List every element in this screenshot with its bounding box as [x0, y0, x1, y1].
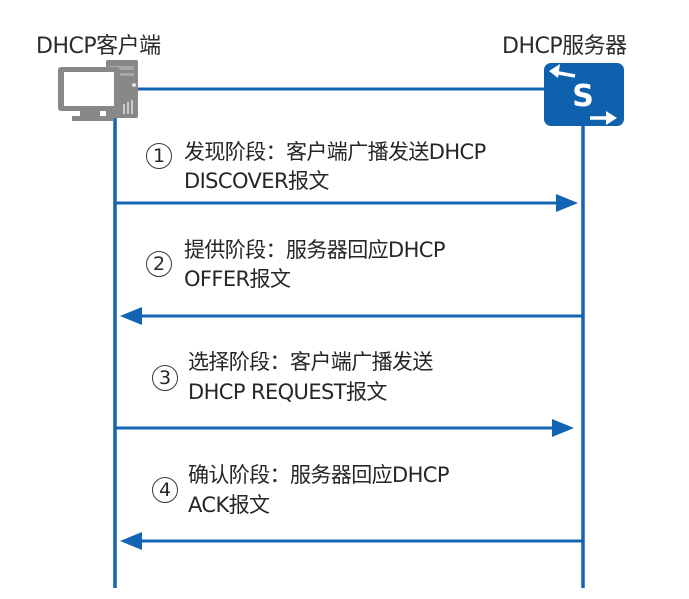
step-number-2: 2 [146, 251, 172, 277]
message-arrow-3 [115, 419, 574, 437]
message-4-line1: 确认阶段：服务器回应DHCP [188, 463, 449, 487]
message-4-line2: ACK报文 [188, 493, 270, 517]
svg-text:S: S [572, 79, 594, 114]
message-1-line1: 发现阶段：客户端广播发送DHCP [184, 140, 486, 164]
message-3-line2: DHCP REQUEST报文 [188, 380, 387, 404]
message-2-line1: 提供阶段：服务器回应DHCP [184, 238, 445, 262]
server-title: DHCP服务器 [502, 34, 627, 59]
step-number-3: 3 [152, 365, 178, 391]
pc-icon [58, 60, 138, 121]
client-title: DHCP客户端 [36, 34, 161, 59]
message-2-line2: OFFER报文 [184, 267, 291, 291]
message-1-line2: DISCOVER报文 [184, 169, 329, 193]
switch-s-icon: S [544, 63, 624, 126]
message-arrow-2 [120, 307, 583, 325]
message-arrow-1 [115, 194, 578, 212]
message-arrow-4 [120, 532, 583, 550]
step-number-4: 4 [152, 477, 178, 503]
message-3-line1: 选择阶段：客户端广播发送 [188, 350, 433, 374]
step-number-1: 1 [146, 143, 172, 169]
